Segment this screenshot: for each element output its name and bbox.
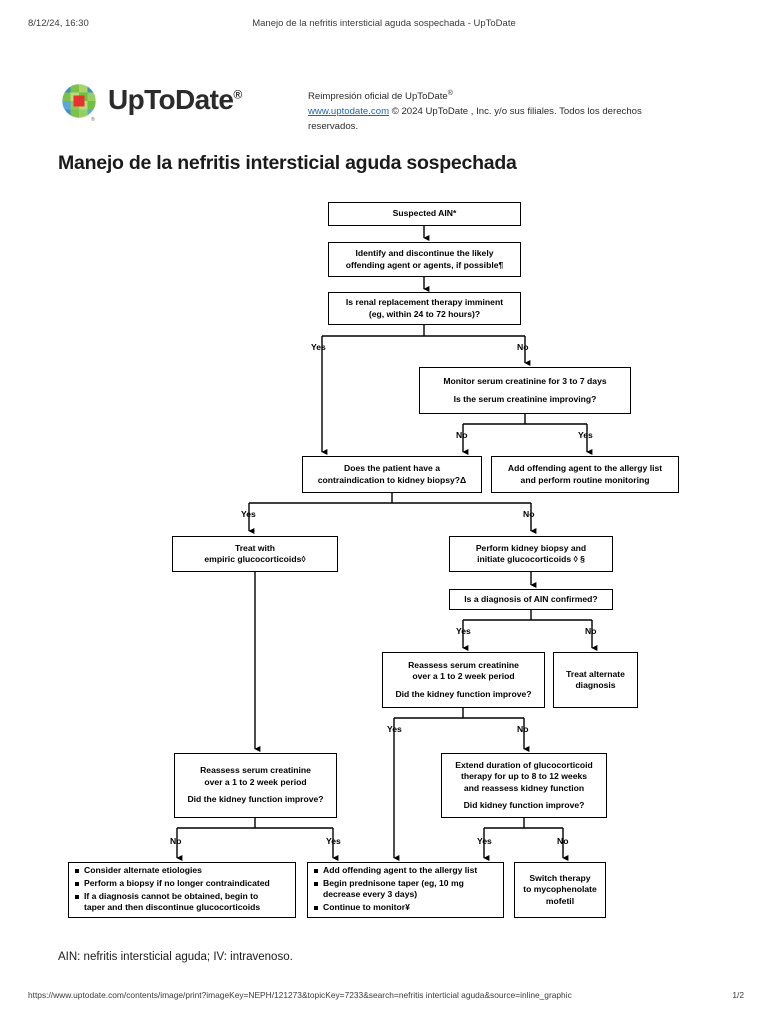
node-line: diagnosis (575, 680, 616, 690)
node-line: Add offending agent to the allergy list (507, 463, 663, 473)
node-line: empiric glucocorticoids◊ (204, 554, 306, 564)
node-line: (eg, within 24 to 72 hours)? (368, 308, 481, 319)
node-reassess-creatinine-after-biopsy: Reassess serum creatinine over a 1 to 2 … (382, 652, 545, 708)
svg-text:®: ® (91, 116, 95, 122)
list-item: Continue to monitor¥ (314, 902, 497, 914)
node-line: therapy for up to 8 to 12 weeks (460, 771, 588, 781)
footer-page-number: 1/2 (732, 990, 744, 1000)
bullet-list: Consider alternate etiologies Perform a … (75, 865, 289, 916)
list-item: Begin prednisone taper (eg, 10 mg decrea… (314, 878, 497, 901)
wordmark-registered-mark: ® (233, 87, 242, 102)
node-line: initiate glucocorticoids ◊ § (477, 554, 585, 564)
copyright-text: © 2024 UpToDate , Inc. y/o sus filiales.… (308, 106, 642, 133)
node-identify-discontinue-agent: Identify and discontinue the likely offe… (328, 242, 521, 277)
node-line: over a 1 to 2 week period (412, 671, 515, 682)
branch-label-yes-kidney-improve-extended: Yes (477, 836, 492, 846)
branch-label-yes-kidney-improve-biopsy: Yes (387, 724, 402, 734)
node-suspected-ain: Suspected AIN* (328, 202, 521, 226)
node-line: Is renal replacement therapy imminent (345, 297, 504, 307)
branch-label-no-rrt: No (517, 342, 529, 352)
branch-label-no-kidney-improve-empiric: No (170, 836, 182, 846)
node-line: and perform routine monitoring (520, 474, 650, 485)
list-item: Perform a biopsy if no longer contraindi… (75, 878, 289, 890)
list-item-text: Add offending agent to the allergy list (323, 864, 478, 875)
node-line: mofetil (545, 895, 575, 906)
node-line: Extend duration of glucocorticoid (455, 759, 593, 770)
branch-label-yes-contraindication: Yes (241, 509, 256, 519)
list-item-text-continuation: decrease every 3 days) (323, 889, 418, 900)
node-line: offending agent or agents, if possible¶ (345, 259, 504, 270)
branch-label-no-kidney-improve-extended: No (557, 836, 569, 846)
branch-label-yes-creatinine-improving: Yes (578, 430, 593, 440)
node-line: to mycophenolate (523, 884, 597, 895)
node-treat-empiric-glucocorticoids: Treat with empiric glucocorticoids◊ (172, 536, 338, 572)
node-extend-glucocorticoid-duration: Extend duration of glucocorticoid therap… (441, 753, 607, 818)
node-line: and reassess kidney function (463, 782, 585, 793)
node-is-ain-confirmed: Is a diagnosis of AIN confirmed? (449, 589, 613, 610)
node-line: over a 1 to 2 week period (204, 776, 307, 787)
node-line: Does the patient have a (344, 463, 440, 473)
branch-label-no-kidney-improve-biopsy: No (517, 724, 529, 734)
node-line: Is a diagnosis of AIN confirmed? (464, 593, 598, 604)
print-page-title: Manejo de la nefritis intersticial aguda… (252, 18, 516, 29)
node-reassess-creatinine-empiric: Reassess serum creatinine over a 1 to 2 … (174, 753, 337, 818)
wordmark-text: UpToDate (108, 84, 234, 115)
node-line: Did the kidney function improve? (395, 688, 532, 699)
reprint-registered-mark: ® (447, 90, 453, 97)
node-line: Reassess serum creatinine (200, 765, 311, 776)
abbreviation-legend: AIN: nefritis intersticial aguda; IV: in… (58, 951, 293, 963)
print-date: 8/12/24, 16:30 (28, 18, 89, 29)
uptodate-wordmark: UpToDate® (108, 84, 242, 116)
print-header: 8/12/24, 16:30 Manejo de la nefritis int… (0, 18, 768, 32)
node-line: Suspected AIN* (392, 208, 457, 219)
branch-label-no-ain-confirmed: No (585, 626, 597, 636)
node-line: contraindication to kidney biopsy?Δ (317, 474, 467, 485)
reprint-text: Reimpresión oficial de UpToDate (308, 91, 448, 103)
node-consider-alternate-etiologies: Consider alternate etiologies Perform a … (68, 862, 296, 918)
branch-label-no-creatinine-improving: No (456, 430, 468, 440)
node-is-rrt-imminent: Is renal replacement therapy imminent (e… (328, 292, 521, 325)
uptodate-logo-icon: ® (60, 82, 100, 123)
list-item-text-continuation: taper and then discontinue glucocorticoi… (84, 902, 261, 913)
page-title: Manejo de la nefritis intersticial aguda… (58, 152, 517, 174)
copyright-line: www.uptodate.com © 2024 UpToDate , Inc. … (308, 104, 680, 134)
list-item-text: If a diagnosis cannot be obtained, begin… (84, 890, 259, 901)
branch-label-no-contraindication: No (523, 509, 535, 519)
node-line: Switch therapy (529, 872, 591, 883)
footer-url: https://www.uptodate.com/contents/image/… (28, 990, 572, 1000)
uptodate-site-link[interactable]: www.uptodate.com (308, 106, 390, 118)
node-line: Reassess serum creatinine (408, 659, 519, 670)
node-switch-to-mycophenolate: Switch therapy to mycophenolate mofetil (514, 862, 606, 918)
node-line: Is the serum creatinine improving? (453, 393, 597, 404)
list-item-text: Perform a biopsy if no longer contraindi… (84, 877, 270, 888)
bullet-list: Add offending agent to the allergy list … (314, 865, 497, 916)
list-item-text: Continue to monitor¥ (323, 902, 410, 913)
page-footer: https://www.uptodate.com/contents/image/… (0, 990, 768, 1004)
node-add-agent-and-taper: Add offending agent to the allergy list … (307, 862, 504, 918)
list-item-text: Begin prednisone taper (eg, 10 mg (323, 877, 464, 888)
node-line: Treat alternate (566, 668, 625, 679)
list-item-text: Consider alternate etiologies (84, 864, 202, 875)
list-item: Add offending agent to the allergy list (314, 865, 497, 877)
reprint-line: Reimpresión oficial de UpToDate® (308, 86, 680, 104)
branch-label-yes-ain-confirmed: Yes (456, 626, 471, 636)
node-contraindication-to-biopsy: Does the patient have a contraindication… (302, 456, 482, 493)
brand-reprint-lines: Reimpresión oficial de UpToDate® www.upt… (308, 86, 680, 134)
list-item: If a diagnosis cannot be obtained, begin… (75, 891, 289, 914)
branch-label-yes-kidney-improve-empiric: Yes (326, 836, 341, 846)
list-item: Consider alternate etiologies (75, 865, 289, 877)
branch-label-yes-rrt: Yes (311, 342, 326, 352)
node-perform-biopsy-initiate-glucocorticoids: Perform kidney biopsy and initiate gluco… (449, 536, 613, 572)
node-line: Did the kidney function improve? (187, 794, 324, 805)
node-line: Monitor serum creatinine for 3 to 7 days (443, 376, 607, 386)
node-add-agent-allergy-list-routine-monitoring: Add offending agent to the allergy list … (491, 456, 679, 493)
node-treat-alternate-diagnosis: Treat alternate diagnosis (553, 652, 638, 708)
node-line: Treat with (234, 542, 276, 553)
node-line: Identify and discontinue the likely (355, 248, 494, 258)
brand-block: ® UpToDate® Reimpresión oficial de UpToD… (60, 80, 680, 132)
node-line: Did kidney function improve? (463, 800, 585, 810)
node-line: Perform kidney biopsy and (475, 542, 587, 553)
node-monitor-serum-creatinine: Monitor serum creatinine for 3 to 7 days… (419, 367, 631, 414)
